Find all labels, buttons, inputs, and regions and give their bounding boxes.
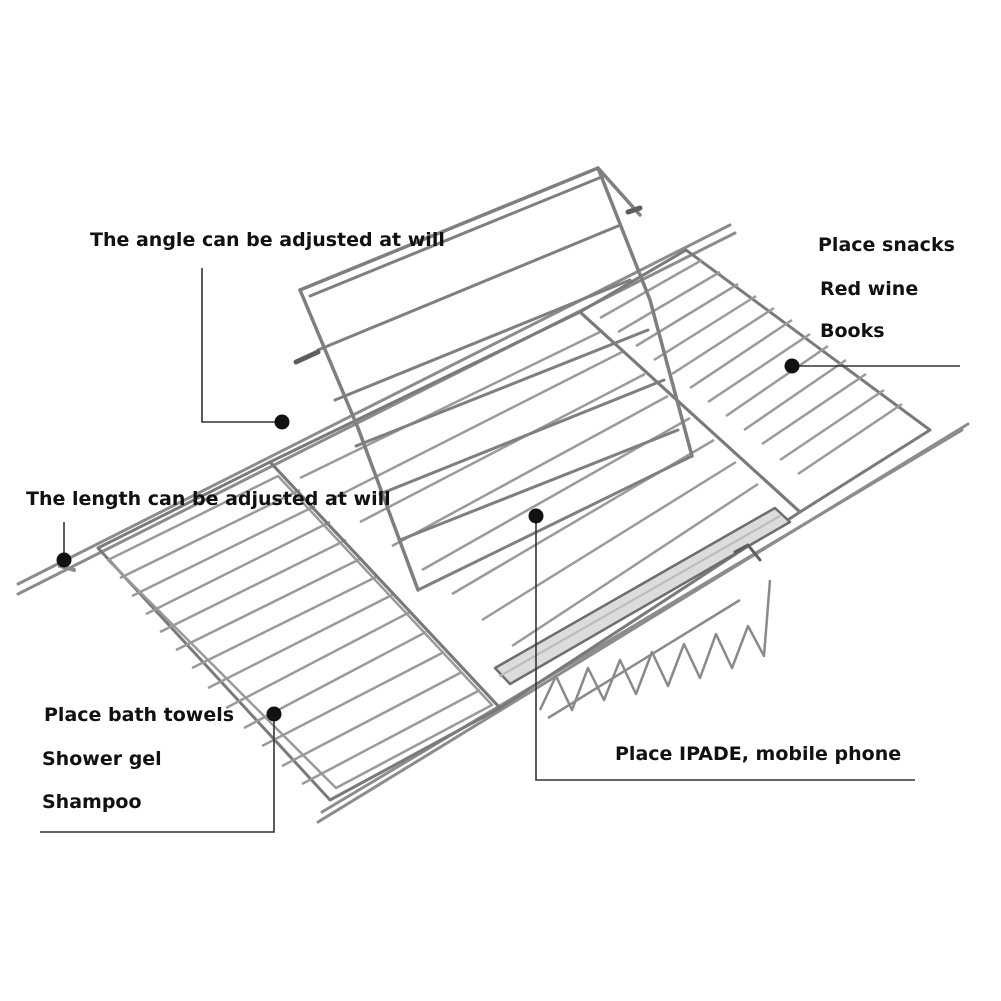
dot-marker-icon [784, 358, 800, 374]
left-item-shower-gel: Shower gel [42, 748, 162, 770]
left-item-shampoo: Shampoo [42, 791, 142, 813]
marker-dots [56, 358, 800, 722]
under-basket [538, 579, 772, 720]
right-item-snacks: Place snacks [818, 234, 955, 256]
leader-lines [40, 268, 960, 833]
right-tray [578, 248, 932, 514]
dot-marker-icon [274, 414, 290, 430]
left-item-towels: Place bath towels [44, 704, 235, 726]
side-rails [16, 223, 970, 824]
dot-marker-icon [266, 706, 282, 722]
book-stand [293, 166, 792, 686]
device-annotation: Place IPADE, mobile phone [615, 743, 902, 765]
angle-annotation: The angle can be adjusted at will [90, 229, 445, 251]
right-item-books: Books [820, 320, 885, 342]
dot-marker-icon [528, 508, 544, 524]
length-annotation: The length can be adjusted at will [26, 488, 391, 510]
dot-marker-icon [56, 552, 72, 568]
right-item-wine: Red wine [820, 278, 919, 300]
